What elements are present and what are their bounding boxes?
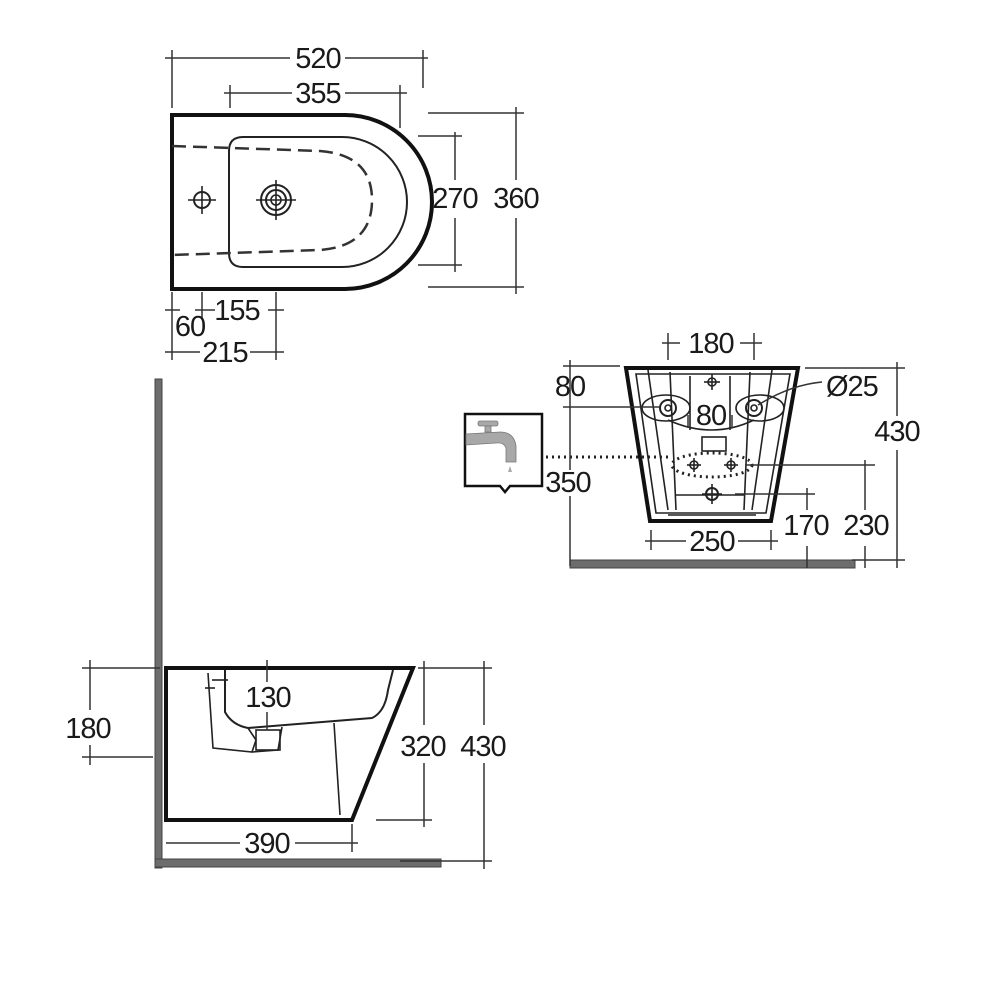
tap-hole-marker	[188, 186, 216, 214]
label-320: 320	[400, 731, 445, 763]
label-250: 250	[689, 526, 734, 558]
dim-waste-height-230: 230	[745, 460, 890, 568]
dim-body-height: 320	[376, 661, 447, 827]
side-view-bowl	[224, 669, 394, 730]
label-350: 350	[545, 467, 590, 499]
tap-icon	[463, 412, 544, 494]
dim-side-overall-height: 430	[400, 661, 507, 869]
dim-bowl-width: 270	[418, 132, 479, 272]
label-130: 130	[245, 682, 290, 714]
waste-outlet-marker	[702, 484, 722, 504]
label-215: 215	[202, 337, 247, 369]
dim-overall-width: 360	[428, 107, 540, 294]
rear-view: 180 80 80 Ø25 350 430	[463, 328, 921, 569]
dim-rim-to-waste: 180	[65, 660, 160, 765]
dim-rear-overall-height: 430	[805, 362, 921, 568]
rear-view-ribs	[647, 369, 773, 516]
side-view-outline	[164, 666, 416, 822]
floor-slab	[569, 559, 856, 569]
label-diameter-25: Ø25	[826, 371, 878, 403]
top-view-outline	[170, 113, 434, 291]
label-170: 170	[783, 510, 828, 542]
floor	[154, 858, 442, 868]
dim-waste-height-170: 170	[735, 488, 830, 568]
dim-overall-length: 520	[165, 43, 428, 108]
label-230: 230	[843, 510, 888, 542]
label-430-rear: 430	[874, 416, 919, 448]
label-430-side: 430	[460, 731, 505, 763]
supply-hole-left	[687, 458, 701, 472]
dim-fixing-centres: 180	[662, 328, 762, 360]
rear-view-outline	[623, 366, 801, 523]
label-180-side: 180	[65, 713, 110, 745]
label-60: 60	[175, 311, 205, 343]
dim-bowl-depth: 130	[245, 660, 292, 730]
dim-hole-offsets: 155 60 215	[165, 292, 284, 369]
label-355: 355	[295, 78, 340, 110]
label-360: 360	[493, 183, 538, 215]
label-80-inner: 80	[696, 400, 726, 432]
waste-hole-marker	[256, 180, 296, 220]
top-view-bowl	[228, 136, 408, 268]
label-180-rear: 180	[688, 328, 733, 360]
dim-projection: 390	[166, 824, 358, 860]
rear-view-inner-frame	[635, 373, 791, 514]
diameter-leader	[757, 381, 823, 406]
left-fixing-slot	[641, 394, 691, 422]
rear-arc	[667, 419, 755, 431]
supply-zone	[670, 451, 754, 479]
label-520: 520	[295, 43, 340, 75]
right-fixing-slot	[735, 394, 785, 422]
waste-trap	[255, 729, 281, 751]
top-view: 520 355 270 360	[165, 43, 540, 369]
right-fixing-hole	[745, 399, 763, 417]
dim-base-width: 250	[645, 526, 778, 558]
side-view: 180 130 320 430 390	[65, 378, 507, 869]
wall	[154, 378, 163, 869]
supply-hole-right	[724, 458, 738, 472]
top-view-dashed-rim	[171, 144, 374, 257]
label-155: 155	[214, 295, 259, 327]
label-390: 390	[244, 828, 289, 860]
rear-block	[701, 436, 727, 452]
dim-inner-80: 80	[687, 400, 733, 432]
dim-supply-height: 350	[545, 360, 620, 566]
top-centre-marker	[704, 374, 720, 390]
left-fixing-hole	[659, 399, 677, 417]
dim-bowl-length: 355	[224, 78, 407, 128]
label-270: 270	[432, 183, 477, 215]
